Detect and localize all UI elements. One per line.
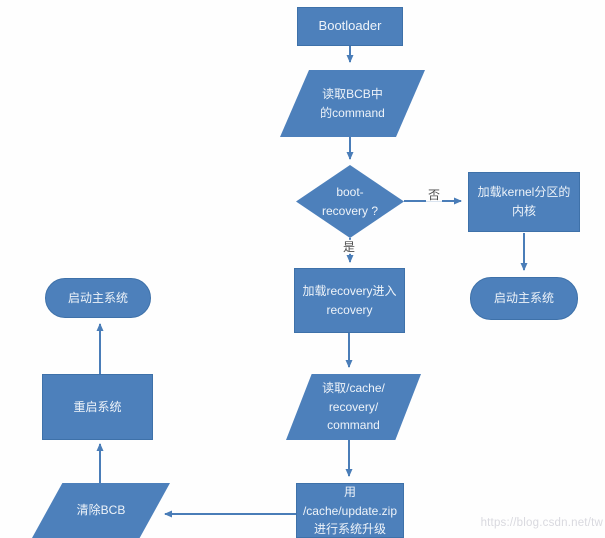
node-label: 清除BCB: [76, 503, 126, 518]
process-shape: [296, 483, 404, 538]
node-label: 重启系统: [73, 399, 122, 414]
node-label: 读取/cache/ recovery/ command: [322, 381, 385, 433]
node-label: 启动主系统: [493, 291, 554, 306]
node-label: 启动主系统: [67, 290, 128, 305]
node-update-with-zip: 用 /cache/update.zip 进行系统升级: [296, 483, 404, 538]
node-label: boot- recovery ?: [321, 184, 379, 218]
node-label: 读取BCB中 的command: [320, 86, 385, 120]
edge-label-yes: 是: [340, 239, 358, 255]
edge-label-no: 否: [425, 187, 443, 203]
io-parallelogram-shape: [286, 374, 421, 440]
node-start-main-system-left: 启动主系统: [45, 278, 151, 318]
node-read-cache-command: 读取/cache/ recovery/ command: [286, 374, 421, 440]
node-label: 用 /cache/update.zip 进行系统升级: [302, 485, 398, 537]
process-shape: [42, 374, 153, 440]
node-label: 加载kernel分区的 内核: [477, 185, 571, 218]
node-boot-recovery-decision: boot- recovery ?: [296, 165, 404, 238]
process-shape: [468, 172, 580, 232]
node-label: Bootloader: [318, 18, 382, 34]
node-start-main-system-right: 启动主系统: [470, 277, 578, 320]
node-load-recovery: 加载recovery进入 recovery: [294, 268, 405, 333]
node-reboot-system: 重启系统: [42, 374, 153, 440]
terminator-shape: [45, 278, 151, 318]
node-bootloader: Bootloader: [297, 7, 403, 46]
process-shape: [294, 268, 405, 333]
node-read-bcb: 读取BCB中 的command: [280, 70, 425, 137]
process-shape: [297, 7, 403, 46]
node-load-kernel: 加载kernel分区的 内核: [468, 172, 580, 232]
csdn-watermark-text: https://blog.csdn.net/tw: [480, 517, 603, 529]
terminator-shape: [470, 277, 578, 320]
node-label: 加载recovery进入 recovery: [302, 283, 397, 317]
node-clear-bcb: 清除BCB: [32, 483, 170, 538]
